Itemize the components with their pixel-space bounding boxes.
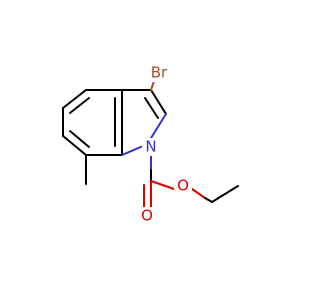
atom-br: Br <box>151 64 168 82</box>
bond-n1-c7a <box>121 145 144 156</box>
atom-o-carbonyl: O <box>141 207 153 225</box>
bond-c3-c2-inner <box>144 97 159 119</box>
bond-c4-c5 <box>62 89 87 109</box>
bond-c4-c5-inner <box>69 97 90 114</box>
bond-c-o-ester <box>150 180 175 190</box>
structure-canvas: Br N O O <box>62 64 239 225</box>
mask-br <box>147 64 171 82</box>
mask-o-carbonyl <box>138 207 156 225</box>
bond-ch2-ch3 <box>211 185 239 203</box>
mask-n1 <box>142 138 160 156</box>
bond-c6-c7 <box>62 135 87 156</box>
bond-c6-c7-inner <box>69 130 90 148</box>
bond-c2-n1 <box>150 113 167 139</box>
molecule-diagram: Br N O O <box>62 64 239 225</box>
mask-o-ester <box>174 177 192 195</box>
bond-c3-c2 <box>150 89 167 115</box>
bond-o-ch2-tail <box>204 197 213 203</box>
bond-o-ch2 <box>191 188 206 199</box>
atom-n1: N <box>145 138 156 156</box>
atom-o-ester: O <box>177 177 189 195</box>
